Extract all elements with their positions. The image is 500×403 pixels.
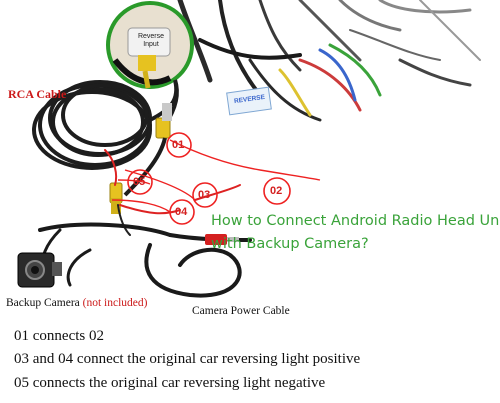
harness-cables [177,0,481,122]
reverse-input-label: Reverse Input [137,33,165,48]
marker-02: 02 [270,185,283,197]
not-included-text: (not included) [82,297,148,309]
backup-camera-text: Backup Camera [6,297,80,309]
rca-cable-label: RCA Cable [8,87,67,101]
backup-camera-shape [17,252,62,288]
backup-camera-label: Backup Camera (not included) [6,297,147,309]
camera-power-cable-label: Camera Power Cable [192,305,290,317]
reverse-input-inset [106,1,194,89]
marker-03: 03 [198,189,211,201]
caption-3: 05 connects the original car reversing l… [14,375,326,391]
reverse-tag [226,86,272,116]
marker-01: 01 [172,139,185,151]
marker-04: 04 [175,206,188,218]
marker-05: 05 [133,176,146,188]
annotation-lines [111,139,321,213]
rca-plugs [109,79,179,214]
marker-circles [127,132,291,225]
diagram-title-line1: How to Connect Android Radio Head Unit [211,213,500,229]
diagram-title-line2: with Backup Camera? [211,236,369,252]
power-plug [205,234,239,245]
rca-coil [32,79,179,170]
caption-2: 03 and 04 connect the original car rever… [14,351,361,367]
red-black-wires [104,149,241,236]
caption-1: 01 connects 02 [14,328,104,344]
